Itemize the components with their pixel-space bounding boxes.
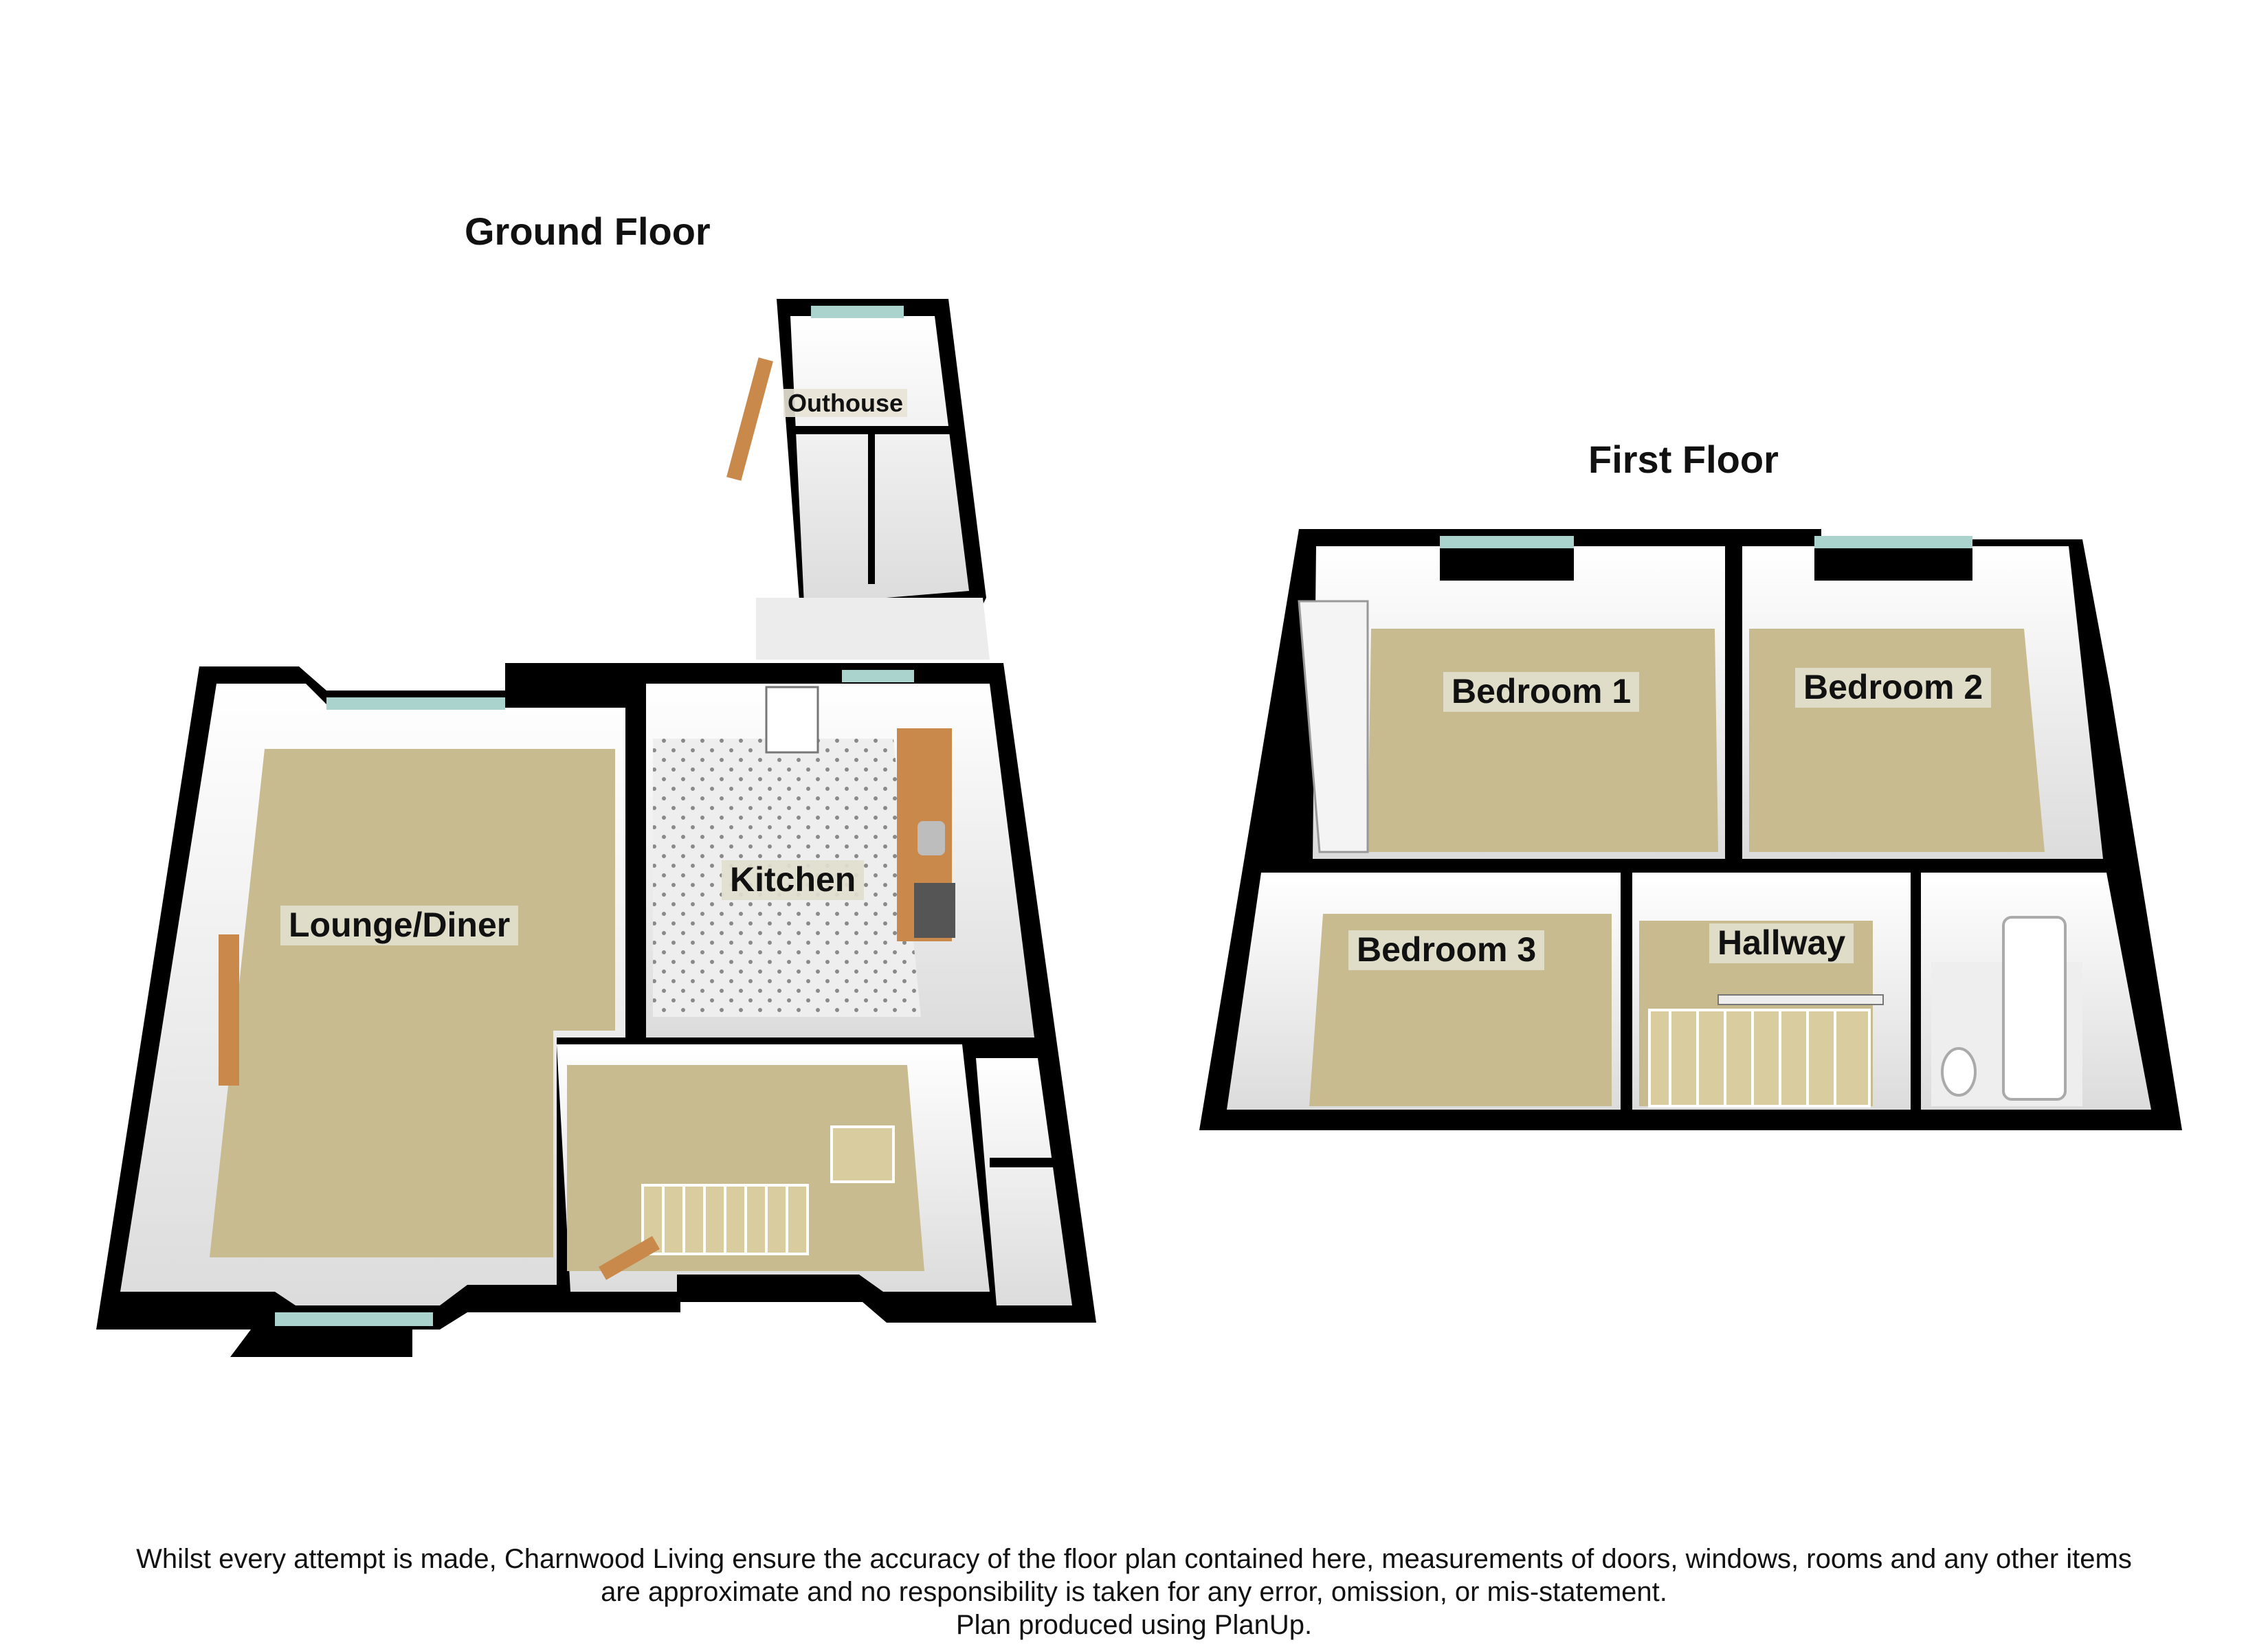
wall-bed3-hall — [1621, 862, 1630, 1113]
lounge-bay-window — [275, 1312, 433, 1326]
first-floor-plan — [1199, 529, 2182, 1130]
outhouse-room — [790, 316, 969, 605]
bedroom-2-floor — [1749, 629, 2045, 852]
bedroom-2-window — [1814, 536, 1972, 548]
room-label-bedroom-3: Bedroom 3 — [1348, 930, 1545, 970]
wall-hall-bath — [1911, 862, 1920, 1113]
side-store-divider — [990, 1158, 1065, 1167]
room-label-kitchen: Kitchen — [722, 860, 865, 900]
room-label-outhouse: Outhouse — [783, 389, 907, 418]
toilet — [1941, 1047, 1977, 1097]
kitchen-back-door — [765, 686, 819, 754]
outhouse-store-divider — [868, 433, 875, 584]
kitchen-sink — [918, 821, 945, 855]
ground-stairs — [641, 1125, 895, 1255]
front-door — [599, 1235, 660, 1280]
outhouse-door — [726, 357, 773, 481]
kitchen-window — [842, 670, 914, 682]
outhouse-passage — [756, 598, 990, 660]
first-floor-stairs — [1648, 994, 1884, 1108]
lounge-window-top — [326, 697, 505, 710]
room-label-lounge: Lounge/Diner — [280, 906, 519, 945]
ground-floor-plan — [96, 299, 1096, 1357]
outhouse-window — [811, 306, 904, 318]
room-label-bedroom-1: Bedroom 1 — [1443, 672, 1640, 712]
kitchen-hob — [914, 883, 955, 938]
bedroom-1-floor — [1368, 629, 1718, 852]
bath-tub — [2002, 916, 2067, 1101]
lounge-floor — [210, 749, 615, 1257]
disclaimer-line-3: Plan produced using PlanUp. — [955, 1610, 1313, 1640]
fireplace — [219, 934, 239, 1086]
first-floor-title: First Floor — [1588, 438, 1779, 481]
room-label-hallway: Hallway — [1709, 923, 1854, 963]
outhouse-divider — [790, 426, 962, 434]
wall-bed1-bed2 — [1725, 543, 1736, 862]
disclaimer-line-2: are approximate and no responsibility is… — [601, 1577, 1667, 1607]
bedroom-1-wardrobe — [1298, 600, 1369, 853]
wall-upper-lower — [1258, 859, 2103, 870]
ground-floor-title: Ground Floor — [465, 210, 711, 253]
disclaimer: Whilst every attempt is made, Charnwood … — [0, 1543, 2268, 1641]
side-store — [976, 1058, 1072, 1305]
bedroom-1-window — [1440, 536, 1574, 548]
room-label-bedroom-2: Bedroom 2 — [1795, 668, 1992, 708]
disclaimer-line-1: Whilst every attempt is made, Charnwood … — [136, 1544, 2132, 1574]
